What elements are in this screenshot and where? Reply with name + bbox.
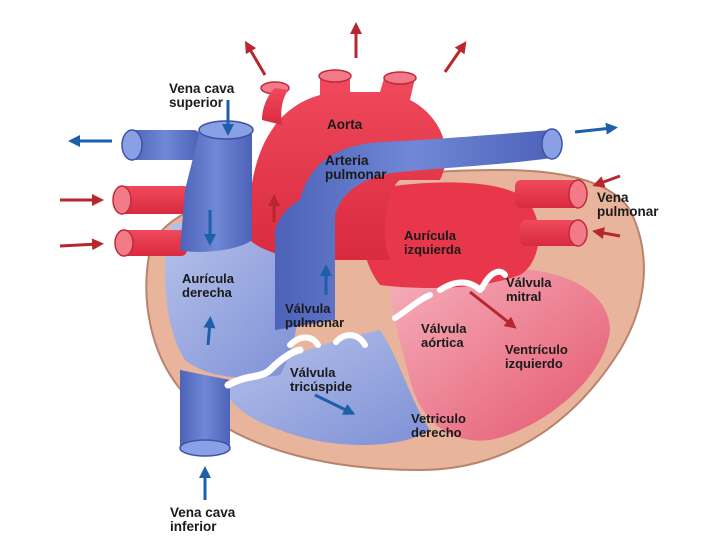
label-vena-pulmonar: Vena pulmonar — [597, 190, 659, 219]
mitral-valve — [437, 268, 508, 293]
right-ventricle-chamber — [225, 330, 430, 445]
label-auricula-izquierda: Aurícula izquierda — [404, 228, 462, 257]
tricuspid-valve — [224, 346, 304, 389]
label-valvula-pulmonar: Válvula pulmonar — [285, 301, 345, 330]
pulmonary-vein-upper — [515, 180, 580, 208]
label-valvula-mitral: Válvula mitral — [506, 275, 552, 304]
pulmonary-vein-left-lower — [122, 230, 187, 256]
label-vena-cava-superior: Vena cava superior — [169, 81, 235, 110]
right-atrium-chamber — [165, 220, 299, 378]
left-ventricle-chamber — [390, 266, 610, 441]
left-atrium-chamber — [361, 182, 539, 288]
pulmonary-artery-vessel — [275, 130, 552, 330]
superior-vena-cava-vessel — [180, 130, 252, 252]
pulmonary-artery-left-branch — [130, 130, 200, 160]
label-aorta: Aorta — [327, 117, 363, 132]
label-valvula-aortica: Válvula aórtica — [421, 321, 467, 350]
pulmonary-vein-left-upper — [120, 186, 190, 214]
pulmonary-valve — [287, 332, 368, 348]
label-auricula-derecha: Aurícula derecha — [182, 271, 235, 300]
inferior-vena-cava-vessel — [180, 370, 230, 448]
blood-flow-arrows-blue — [68, 100, 618, 500]
label-ventriculo-derecho: Vetriculo derecho — [411, 411, 466, 440]
pulmonary-vein-lower — [520, 220, 580, 246]
label-ventriculo-izquierdo: Ventrículo izquierdo — [505, 342, 568, 371]
label-arteria-pulmonar: Arteria pulmonar — [325, 153, 387, 182]
label-vena-cava-inferior: Vena cava inferior — [170, 505, 236, 534]
aortic-valve — [392, 292, 433, 321]
label-valvula-tricuspide: Válvula tricúspide — [290, 365, 353, 394]
blood-flow-arrows-red — [59, 22, 621, 329]
